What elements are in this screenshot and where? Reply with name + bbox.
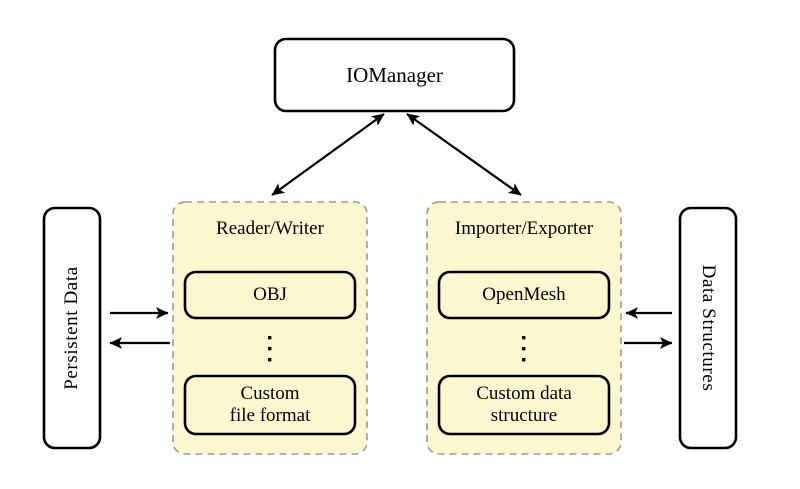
item-box-custom-file-format[interactable] [183,374,357,436]
iomanager-box[interactable] [273,37,516,113]
item-box-openmesh[interactable] [437,270,611,320]
ellipsis-reader-writer [268,336,272,362]
ellipsis-importer-exporter [522,336,526,362]
persistent-data-box[interactable] [42,206,102,450]
connector-iomanager-importer-exporter [406,113,522,196]
data-structures-box[interactable] [678,206,738,450]
connector-iomanager-reader-writer [271,113,385,196]
item-box-obj[interactable] [183,270,357,320]
item-box-custom-data-structure[interactable] [437,374,611,436]
